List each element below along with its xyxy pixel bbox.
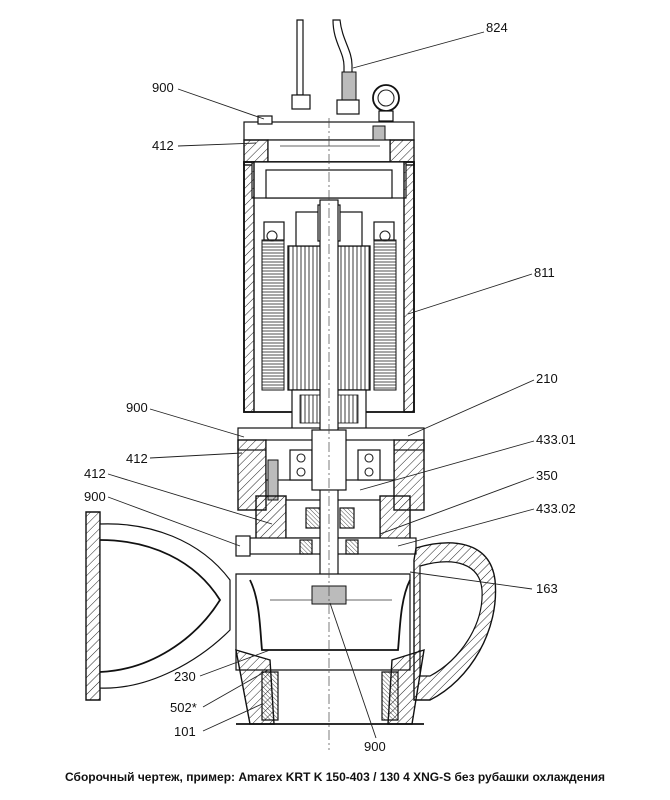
lifting-eye (372, 84, 400, 122)
label-433-02: 433.02 (536, 501, 576, 516)
label-811: 811 (534, 265, 555, 280)
pump-casing (85, 511, 497, 725)
label-230: 230 (174, 669, 196, 684)
label-412-top: 412 (152, 138, 174, 153)
drawing-caption: Сборочный чертеж, пример: Amarex KRT K 1… (65, 770, 605, 784)
label-824: 824 (486, 20, 508, 35)
label-350: 350 (536, 468, 558, 483)
label-210: 210 (536, 371, 558, 386)
label-900-middle: 900 (126, 400, 148, 415)
label-900-top: 900 (152, 80, 174, 95)
part-labels: 824 900 412 811 210 900 412 433.01 412 3… (84, 20, 576, 754)
label-412-lower: 412 (84, 466, 106, 481)
label-101: 101 (174, 724, 196, 739)
motor-top-cover (243, 115, 415, 166)
power-cables (291, 19, 360, 115)
leader-lines (107, 31, 535, 739)
label-900-lower: 900 (84, 489, 106, 504)
label-502: 502* (170, 700, 197, 715)
label-433-01: 433.01 (536, 432, 576, 447)
label-163: 163 (536, 581, 558, 596)
label-412-middle: 412 (126, 451, 148, 466)
label-900-bottom: 900 (364, 739, 386, 754)
